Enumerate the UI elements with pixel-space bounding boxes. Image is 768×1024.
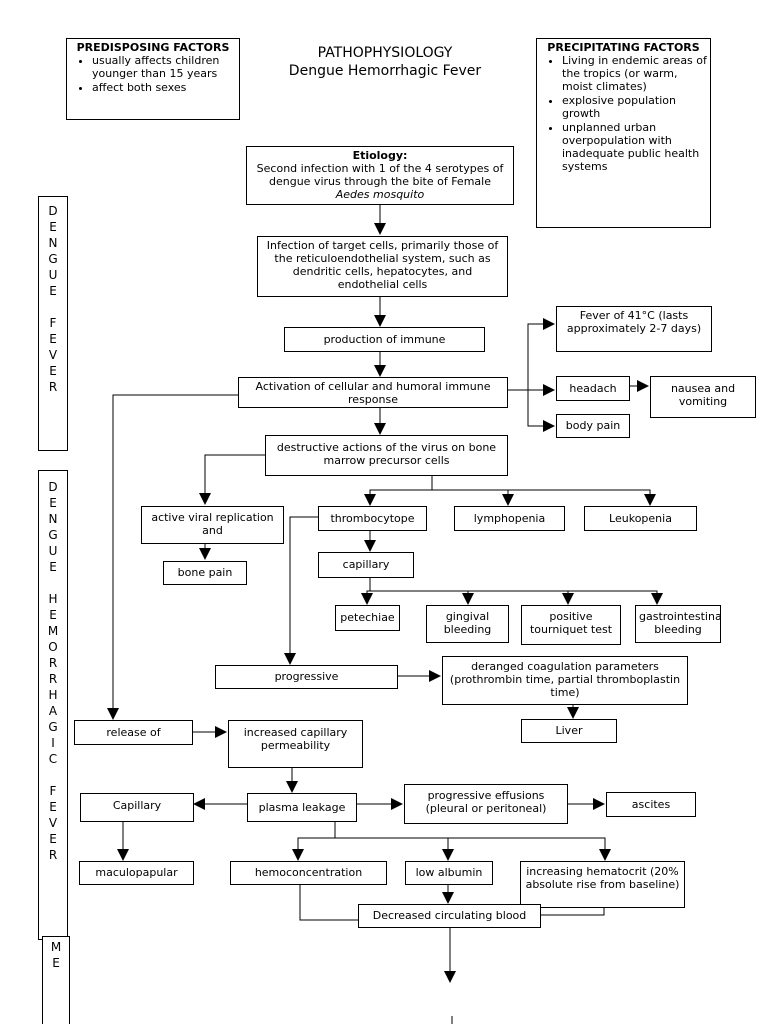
hemoconcentration-node: hemoconcentration (230, 861, 387, 885)
banner-letter: M (50, 940, 62, 954)
banner-letter: N (48, 512, 58, 526)
ascites-node: ascites (606, 792, 696, 817)
diagram-title: PATHOPHYSIOLOGY Dengue Hemorrhagic Fever (270, 44, 500, 80)
liver-node: Liver (521, 719, 617, 743)
leukopenia-node: Leukopenia (584, 506, 697, 531)
banner-letter: G (48, 252, 58, 266)
banner-letter: H (48, 592, 58, 606)
bone-pain-node: bone pain (163, 561, 247, 585)
precipitating-item: unplanned urban overpopulation with inad… (562, 121, 707, 173)
title-line-1: PATHOPHYSIOLOGY (317, 45, 453, 61)
etiology-heading: Etiology: (352, 149, 408, 162)
plasma-leakage-node: plasma leakage (247, 793, 357, 822)
banner-letter: E (49, 284, 57, 298)
low-albumin-node: low albumin (405, 861, 493, 885)
banner-letter: G (48, 720, 58, 734)
precipitating-item: explosive population growth (562, 94, 707, 120)
banner-letter (39, 575, 67, 591)
infection-node: Infection of target cells, primarily tho… (257, 236, 508, 297)
banner-letter (39, 299, 67, 315)
banner-letter: I (51, 736, 55, 750)
increasing-hematocrit-node: increasing hematocrit (20% absolute rise… (520, 861, 685, 908)
progressive-effusions-node: progressive effusions (pleural or perito… (404, 784, 568, 824)
banner-letter: R (48, 848, 58, 862)
body-pain-node: body pain (556, 414, 630, 438)
decreased-circulating-node: Decreased circulating blood (358, 904, 541, 928)
banner-letter: O (48, 640, 58, 654)
banner-letter: E (49, 220, 57, 234)
thrombocytopenia-node: thrombocytope (318, 506, 427, 531)
predisposing-factors-box: PREDISPOSING FACTORS usually affects chi… (66, 38, 240, 120)
release-node: release of (74, 720, 193, 745)
predisposing-heading: PREDISPOSING FACTORS (76, 41, 230, 54)
banner-letter: E (49, 608, 57, 622)
destructive-node: destructive actions of the virus on bone… (265, 435, 508, 476)
etiology-italic: Aedes mosquito (335, 188, 425, 201)
banner-letter (39, 767, 67, 783)
banner-letter: R (48, 672, 58, 686)
tourniquet-test-node: positive tourniquet test (521, 605, 621, 645)
headache-node: headach (556, 376, 630, 401)
capillary-node: capillary (318, 552, 414, 578)
fever-node: Fever of 41°C (lasts approximately 2-7 d… (556, 306, 712, 352)
capillary-congestion-node: Capillary congestion (80, 793, 194, 822)
banner-letter: V (48, 816, 58, 830)
predisposing-item: affect both sexes (92, 81, 236, 94)
banner-letter: E (52, 956, 60, 970)
petechiae-node: petechiae (335, 605, 400, 631)
production-node: production of immune (284, 327, 485, 352)
etiology-text: Second infection with 1 of the 4 serotyp… (256, 162, 504, 188)
banner-letter: F (49, 316, 57, 330)
banner-letter: D (48, 480, 58, 494)
banner-letter: R (48, 656, 58, 670)
activation-node: Activation of cellular and humoral immun… (238, 377, 508, 408)
gastrointestinal-bleeding-node: gastrointestinal bleeding (635, 605, 721, 643)
banner-letter: D (48, 204, 58, 218)
etiology-box: Etiology: Second infection with 1 of the… (246, 146, 514, 205)
banner-letter: E (49, 800, 57, 814)
banner-letter: C (48, 752, 58, 766)
banner-letter: A (48, 704, 58, 718)
title-line-2: Dengue Hemorrhagic Fever (288, 63, 482, 79)
banner-letter: V (48, 348, 58, 362)
precipitating-item: Living in endemic areas of the tropics (… (562, 54, 707, 93)
maculopapular-node: maculopapular (79, 861, 194, 885)
nausea-node: nausea and vomiting (650, 376, 756, 418)
viral-replication-node: active viral replication and (141, 506, 284, 544)
banner-letter: N (48, 236, 58, 250)
precipitating-heading: PRECIPITATING FACTORS (547, 41, 700, 54)
banner-letter: U (48, 544, 58, 558)
banner-letter: G (48, 528, 58, 542)
banner-letter: E (49, 560, 57, 574)
lymphopenia-node: lymphopenia (454, 506, 565, 531)
banner-letter: E (49, 364, 57, 378)
banner-letter: E (49, 496, 57, 510)
gingival-bleeding-node: gingival bleeding (426, 605, 509, 643)
banner-letter: F (49, 784, 57, 798)
precipitating-factors-box: PRECIPITATING FACTORS Living in endemic … (536, 38, 711, 228)
progressive-node: progressive (215, 665, 398, 689)
banner-letter: E (49, 832, 57, 846)
predisposing-item: usually affects children younger than 15… (92, 54, 236, 80)
banner-letter: U (48, 268, 58, 282)
increased-permeability-node: increased capillary permeability (228, 720, 363, 768)
deranged-coagulation-node: deranged coagulation parameters (prothro… (442, 656, 688, 705)
banner-letter: H (48, 688, 58, 702)
banner-letter: M (47, 624, 59, 638)
banner-letter: R (48, 380, 58, 394)
banner-letter: E (49, 332, 57, 346)
